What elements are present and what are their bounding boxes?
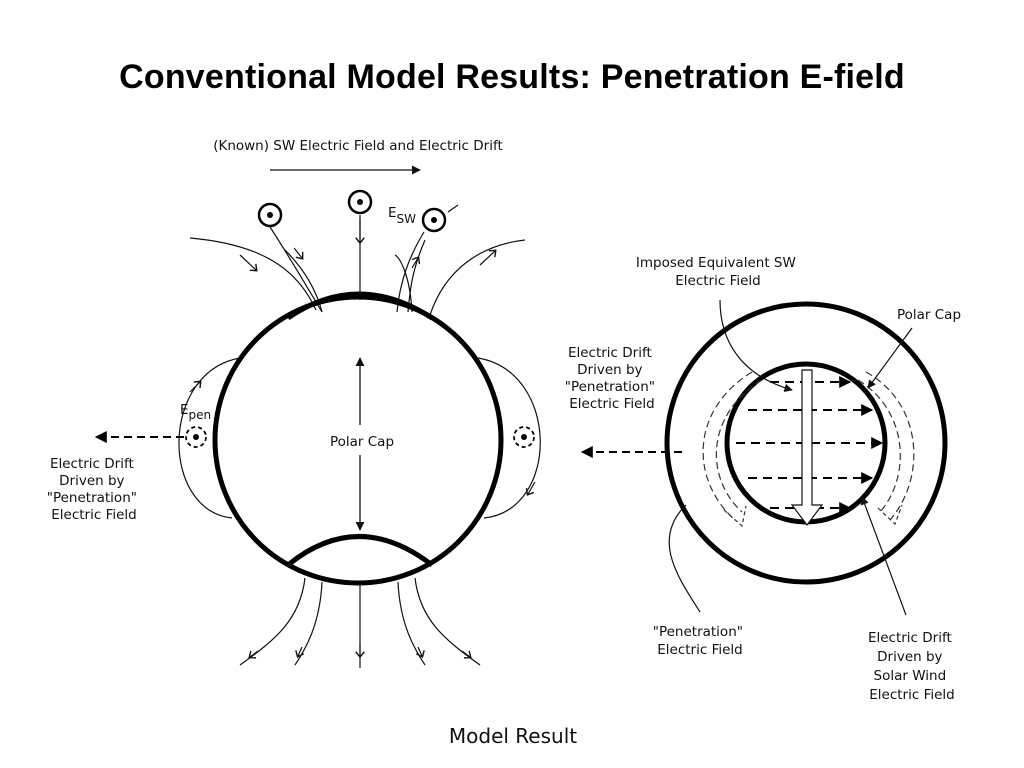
- field-line-arrow: [461, 650, 472, 659]
- polar-cap-arc-bottom: [286, 534, 434, 567]
- left-drift-label: Electric Drift Driven by "Penetration" E…: [47, 456, 142, 523]
- field-line-arrow: [479, 249, 497, 266]
- out-of-page-symbol: [421, 207, 447, 233]
- epen-symbol-right: [513, 426, 535, 448]
- field-line-arrow: [293, 247, 304, 260]
- left-main-circle: [212, 294, 504, 586]
- penetration-flow-left-outer: [702, 371, 753, 521]
- sw-field-label: (Known) SW Electric Field and Electric D…: [213, 138, 503, 154]
- esw-label: ESW: [388, 205, 416, 226]
- polar-cap-label-right: Polar Cap: [897, 307, 961, 323]
- right-outer-circle: [664, 301, 948, 585]
- imposed-field-arrow: [790, 369, 824, 526]
- left-diagram: (Known) SW Electric Field and Electric D…: [47, 138, 578, 748]
- penetration-flow-right-inner: [857, 379, 901, 513]
- lobe-arrow: [189, 380, 202, 393]
- field-line: [414, 577, 481, 666]
- sw-drift-leader: [860, 496, 907, 616]
- right-diagram: Imposed Equivalent SW Electric Field Pol…: [565, 255, 961, 703]
- left-lobe: [178, 357, 241, 519]
- lobe-arrow: [525, 481, 536, 496]
- penetration-flow-right-outer: [865, 371, 915, 521]
- field-line: [394, 254, 413, 313]
- field-line: [239, 577, 306, 666]
- field-line: [189, 237, 317, 311]
- model-result-caption: Model Result: [449, 724, 577, 748]
- penetration-flow-left-inner: [715, 379, 763, 513]
- sw-drift-label: Electric Drift Driven by Solar Wind Elec…: [868, 630, 956, 703]
- right-drift-label: Electric Drift Driven by "Penetration" E…: [565, 345, 660, 412]
- field-line: [269, 226, 323, 313]
- field-line: [429, 239, 526, 316]
- field-line: [447, 204, 459, 213]
- field-line-arrow: [248, 650, 259, 659]
- slide-title: Conventional Model Results: Penetration …: [119, 58, 905, 96]
- imposed-leader: [719, 299, 793, 392]
- penetration-field-label: "Penetration" Electric Field: [653, 624, 748, 658]
- field-line-arrow: [295, 646, 305, 659]
- field-line: [294, 581, 323, 666]
- polar-cap-arc-top: [286, 291, 434, 321]
- field-line-arrow: [239, 254, 258, 272]
- field-line: [397, 581, 426, 666]
- out-of-page-symbol: [257, 202, 283, 228]
- field-line-arrow: [415, 646, 425, 659]
- polar-cap-label-left: Polar Cap: [330, 434, 394, 450]
- penetration-flow-right-head: [877, 504, 903, 526]
- field-line-arrow: [411, 256, 421, 269]
- penetration-flow-left-head: [723, 505, 747, 528]
- penetration-leader: [668, 504, 701, 613]
- imposed-field-label: Imposed Equivalent SW Electric Field: [636, 255, 800, 289]
- out-of-page-symbol: [347, 189, 373, 215]
- polar-cap-leader: [867, 327, 913, 389]
- right-lobe: [477, 357, 541, 519]
- epen-label: Epen: [180, 402, 211, 422]
- epen-symbol-left: [185, 426, 207, 448]
